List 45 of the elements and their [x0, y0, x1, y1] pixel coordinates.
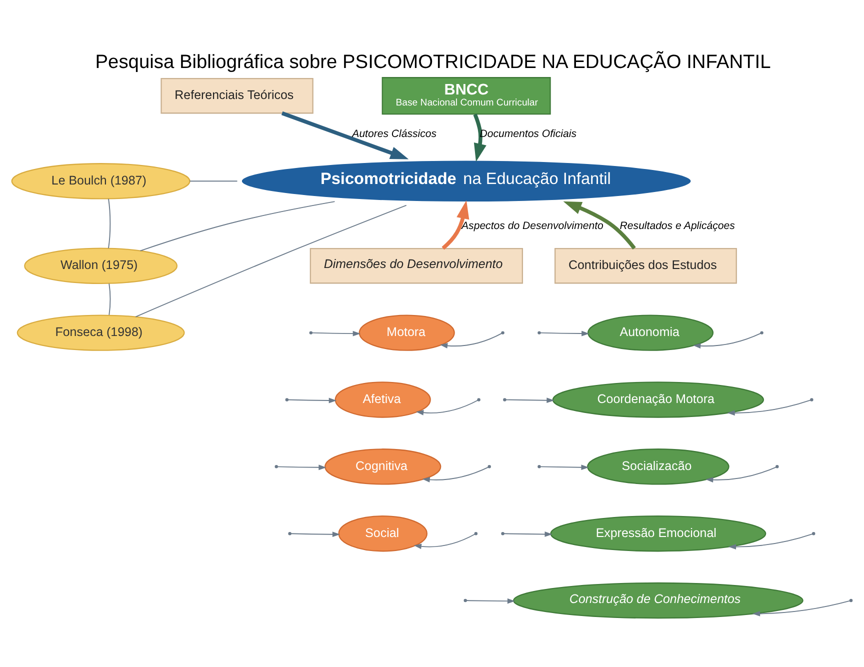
arrow [728, 533, 814, 550]
arrow [288, 398, 337, 404]
arrow [473, 114, 486, 162]
arrow [540, 330, 590, 336]
node-box: Referenciais Teóricos [160, 78, 314, 114]
connector [189, 180, 238, 182]
connector [140, 201, 336, 252]
node-box: BNCC Base Nacional Comum Curricular [382, 77, 551, 115]
node-ellipse: Construção de Conhecimentos [513, 582, 804, 619]
arrow [290, 532, 340, 538]
node-ellipse: Wallon (1975) [24, 248, 178, 284]
arrow [692, 332, 762, 349]
arrow [505, 398, 554, 404]
node-ellipse: Cognitiva [324, 448, 442, 485]
arrow [540, 464, 589, 470]
node-ellipse: Socializacão [587, 448, 730, 485]
arrow [706, 466, 777, 482]
node-ellipse: Afetiva [334, 382, 431, 418]
arrow [416, 400, 478, 416]
node-box: Dimensões do Desenvolvimento [310, 248, 524, 284]
node-ellipse: Le Boulch (1987) [11, 163, 190, 200]
arrow [466, 598, 516, 604]
connector [135, 204, 407, 318]
arrow [504, 532, 552, 537]
edge-label: Resultados e Aplicáçoes [620, 220, 735, 232]
arrow [752, 600, 850, 616]
node-ellipse: Psicomotricidade na Educação Infantil [240, 160, 692, 203]
node-ellipse: Motora [358, 314, 455, 351]
arrow [563, 201, 636, 250]
arrow [312, 330, 361, 336]
node-ellipse: Fonseca (1998) [16, 314, 185, 351]
arrow [277, 464, 326, 470]
edge-label: Aspectos do Desenvolvimento [462, 220, 604, 232]
arrow [422, 466, 489, 482]
connector [108, 283, 111, 316]
arrow [281, 111, 409, 160]
arrow [440, 332, 502, 348]
arrow [442, 200, 470, 250]
connector [108, 198, 111, 249]
edge-label: Autores Clássicos [352, 128, 437, 140]
node-ellipse: Social [338, 516, 428, 552]
diagram-title: Pesquisa Bibliográfica sobre PSICOMOTRICIDADE NA EDUCAÇÃO INFANTIL [95, 52, 771, 74]
arrow [727, 400, 811, 416]
node-box: Contribuições dos Estudos [554, 248, 737, 284]
arrow [414, 534, 476, 550]
